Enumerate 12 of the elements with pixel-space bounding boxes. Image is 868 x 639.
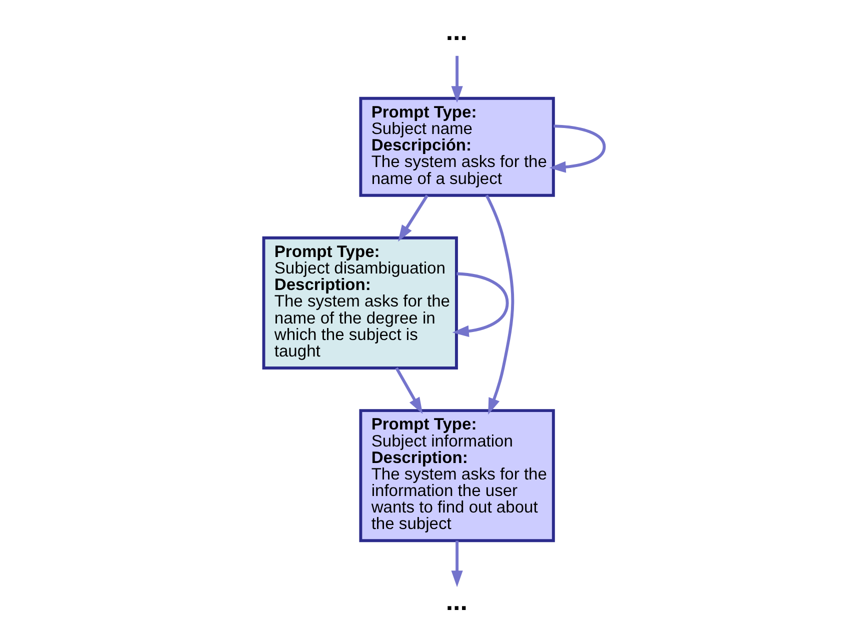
arrow [485, 194, 514, 415]
node-text: ... [446, 16, 468, 46]
arrow [452, 272, 509, 338]
node-box: Prompt Type: Subject name Descripción: The system asks for the name of a subject [359, 96, 555, 197]
arrow [395, 367, 423, 414]
arrow [398, 194, 428, 242]
arrow [451, 56, 463, 103]
node-text: ... [446, 586, 468, 616]
node-box: Prompt Type: Subject information Description: The system asks for the information the user wants to find out about the subject [359, 409, 555, 542]
node-box: Prompt Type: Subject disambiguation Description: The system asks for the name of the degree in which the subject is taught [262, 236, 458, 370]
arrow [549, 124, 606, 173]
arrow [451, 540, 463, 588]
